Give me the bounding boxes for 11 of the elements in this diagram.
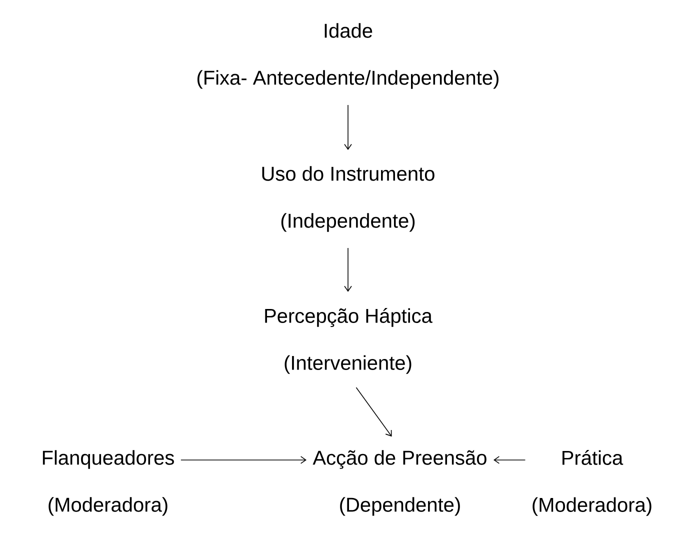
arrow — [180, 456, 307, 464]
arrow — [356, 387, 392, 437]
variable-label: Uso do Instrumento (Independente) — [262, 166, 434, 232]
arrow — [344, 248, 352, 292]
arrow — [344, 104, 352, 150]
variable-label: Flanqueadores (Moderadora) — [42, 450, 174, 516]
variable-label: Prática (Moderadora) — [532, 450, 652, 516]
variable-label: Acção de Preensão (Dependente) — [312, 450, 486, 516]
variable-label: Idade (Fixa- Antecedente/Independente) — [197, 23, 498, 89]
arrow — [493, 456, 526, 464]
variable-label: Percepção Háptica (Interveniente) — [265, 308, 432, 374]
